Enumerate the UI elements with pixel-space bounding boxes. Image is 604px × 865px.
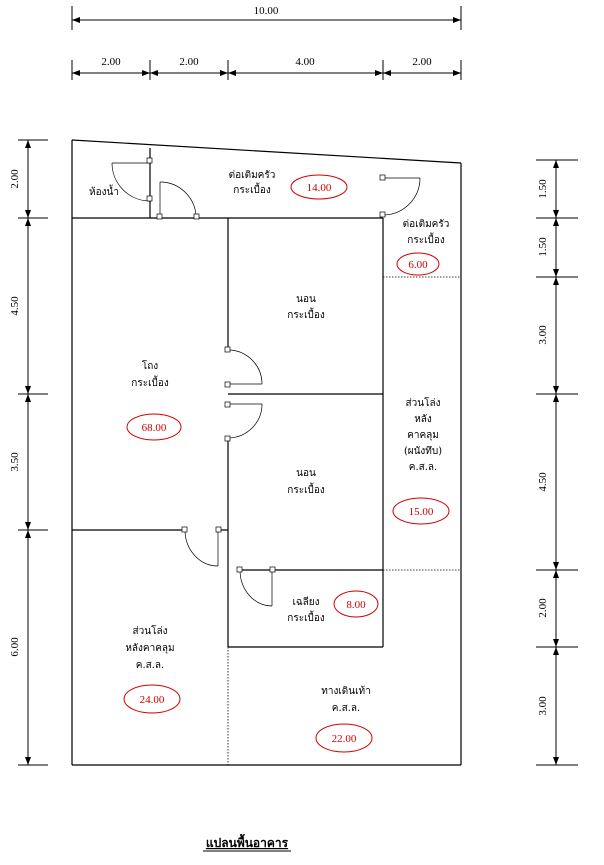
right-dimensions: 1.50 1.50 3.00 4.50 2.00 3.00	[536, 159, 578, 766]
room-hall-line2: กระเบื้อง	[131, 375, 169, 389]
area-badge	[396, 252, 440, 276]
area-badge	[392, 497, 450, 525]
room-hall-line1: โถง	[142, 359, 158, 372]
room-kitchen-ext-area: 14.00	[307, 182, 332, 194]
dim-left-4: 6.00	[9, 637, 21, 657]
room-bathroom-label: ห้องน้ำ	[89, 184, 119, 198]
doors	[111, 157, 421, 607]
room-labels: ห้องน้ำ ต่อเติมครัว กระเบื้อง 14.00 ต่อเ…	[89, 170, 450, 753]
dim-left-2: 4.50	[9, 296, 21, 316]
room-bedroom2-line1: นอน	[296, 468, 316, 479]
area-badge	[126, 413, 182, 441]
room-open-roof-line1: ส่วนโล่ง	[133, 624, 168, 637]
room-bedroom1-line1: นอน	[296, 294, 316, 305]
room-terrace-area: 8.00	[346, 599, 366, 611]
room-kitchen-ext-right-line1: ต่อเติมครัว	[403, 219, 450, 230]
room-side-roof-line3: คาคลุม	[407, 430, 439, 441]
dim-right-1: 1.50	[537, 179, 549, 199]
room-kitchen-ext-right-line2: กระเบื้อง	[407, 232, 445, 246]
room-terrace-line2: กระเบื้อง	[287, 610, 325, 624]
room-open-roof-line2: หลังคาคลุม	[125, 643, 174, 654]
room-bedroom1-line2: กระเบื้อง	[287, 307, 325, 321]
dim-right-5: 2.00	[537, 598, 549, 618]
dim-left-3: 3.50	[9, 452, 21, 472]
room-kitchen-ext-right-area: 6.00	[408, 259, 428, 271]
room-kitchen-ext-line2: กระเบื้อง	[233, 182, 271, 196]
plan-walls	[71, 139, 462, 766]
room-walkway-line1: ทางเดินเท้า	[321, 685, 370, 697]
room-open-roof-line3: ค.ส.ล.	[136, 660, 164, 671]
dim-right-4: 4.50	[537, 472, 549, 492]
left-dimensions: 2.00 4.50 3.50 6.00	[9, 139, 48, 766]
plan-title: แปลนพื้นอาคาร	[206, 833, 289, 850]
room-open-roof-area: 24.00	[140, 694, 165, 706]
room-hall-area: 68.00	[142, 422, 167, 434]
dim-left-1: 2.00	[9, 169, 21, 189]
area-badge	[333, 590, 379, 618]
dim-top-2: 2.00	[179, 56, 199, 68]
room-walkway-line2: ค.ส.ล.	[332, 703, 360, 714]
room-side-roof-line4: (ผนังทึบ)	[404, 445, 442, 457]
dim-total: 10.00	[254, 5, 279, 17]
dim-top-1: 2.00	[101, 56, 121, 68]
room-walkway-area: 22.00	[332, 733, 357, 745]
area-badge	[123, 684, 181, 714]
dim-top-4: 2.00	[412, 56, 432, 68]
area-badge	[290, 174, 348, 200]
room-bedroom2-line2: กระเบื้อง	[287, 482, 325, 496]
room-kitchen-ext-line1: ต่อเติมครัว	[229, 170, 276, 181]
room-side-roof-area: 15.00	[409, 506, 434, 518]
room-side-roof-line1: ส่วนโล่ง	[406, 396, 441, 409]
dim-top-3: 4.00	[295, 56, 315, 68]
dim-right-3: 3.00	[537, 325, 549, 345]
top-dimensions: 10.00 2.00 2.00 4.00 2.00	[71, 5, 462, 80]
room-terrace-line1: เฉลียง	[292, 596, 319, 608]
dim-right-2: 1.50	[537, 237, 549, 257]
dim-right-6: 3.00	[537, 696, 549, 716]
room-side-roof-line2: หลัง	[414, 414, 432, 425]
room-side-roof-line5: ค.ส.ล.	[409, 462, 437, 473]
area-badge	[315, 723, 373, 753]
